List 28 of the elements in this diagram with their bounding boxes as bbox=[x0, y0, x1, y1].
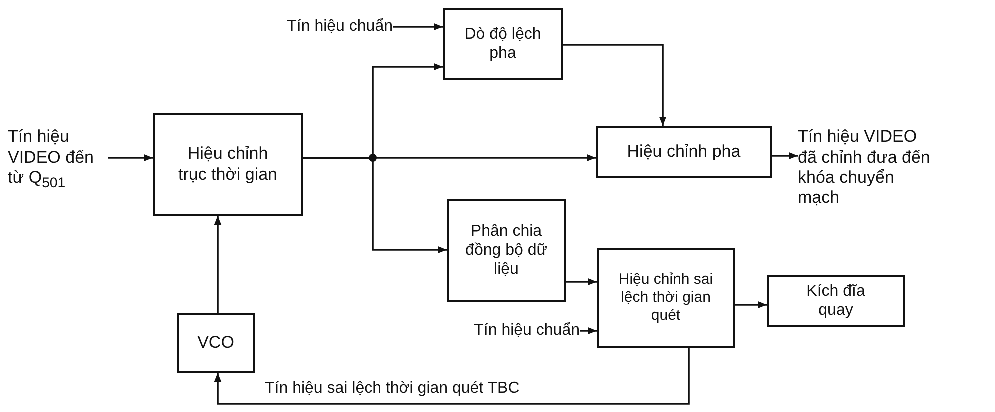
arrow bbox=[214, 216, 222, 313]
box-label: Dò độ lệch pha bbox=[464, 24, 542, 64]
arrow bbox=[108, 154, 153, 162]
arrow bbox=[580, 327, 597, 335]
process-box bbox=[443, 8, 563, 80]
arrow bbox=[214, 348, 690, 405]
arrow bbox=[563, 44, 667, 126]
box-label: Hiệu chỉnh sai lệch thời gian quét bbox=[618, 271, 714, 325]
box-label: VCO bbox=[198, 332, 234, 354]
box-label: Hiệu chỉnh pha bbox=[627, 142, 741, 162]
box-label: Hiệu chỉnh trục thời gian bbox=[177, 144, 279, 185]
box-label: Kích đĩa quay bbox=[806, 282, 866, 320]
arrow bbox=[303, 157, 447, 254]
arrow bbox=[566, 278, 597, 286]
signal-label: Tín hiệu chuẩn bbox=[474, 321, 580, 341]
process-box bbox=[767, 275, 905, 327]
arrow bbox=[772, 152, 798, 160]
signal-label: Tín hiệu VIDEO đã chỉnh đưa đến khóa chuyển mạch bbox=[798, 127, 932, 209]
arrow bbox=[735, 301, 767, 309]
process-box bbox=[177, 313, 255, 373]
process-box bbox=[447, 199, 566, 302]
box-label: Phân chia đồng bộ dữ liệu bbox=[464, 222, 548, 280]
process-box bbox=[597, 248, 735, 348]
process-box bbox=[596, 126, 772, 178]
process-box bbox=[153, 113, 303, 216]
signal-label: Tín hiệu VIDEO đến từ Q$_{501}$ bbox=[8, 127, 95, 193]
arrow bbox=[393, 23, 443, 31]
signal-label: Tín hiệu chuẩn bbox=[287, 17, 393, 37]
